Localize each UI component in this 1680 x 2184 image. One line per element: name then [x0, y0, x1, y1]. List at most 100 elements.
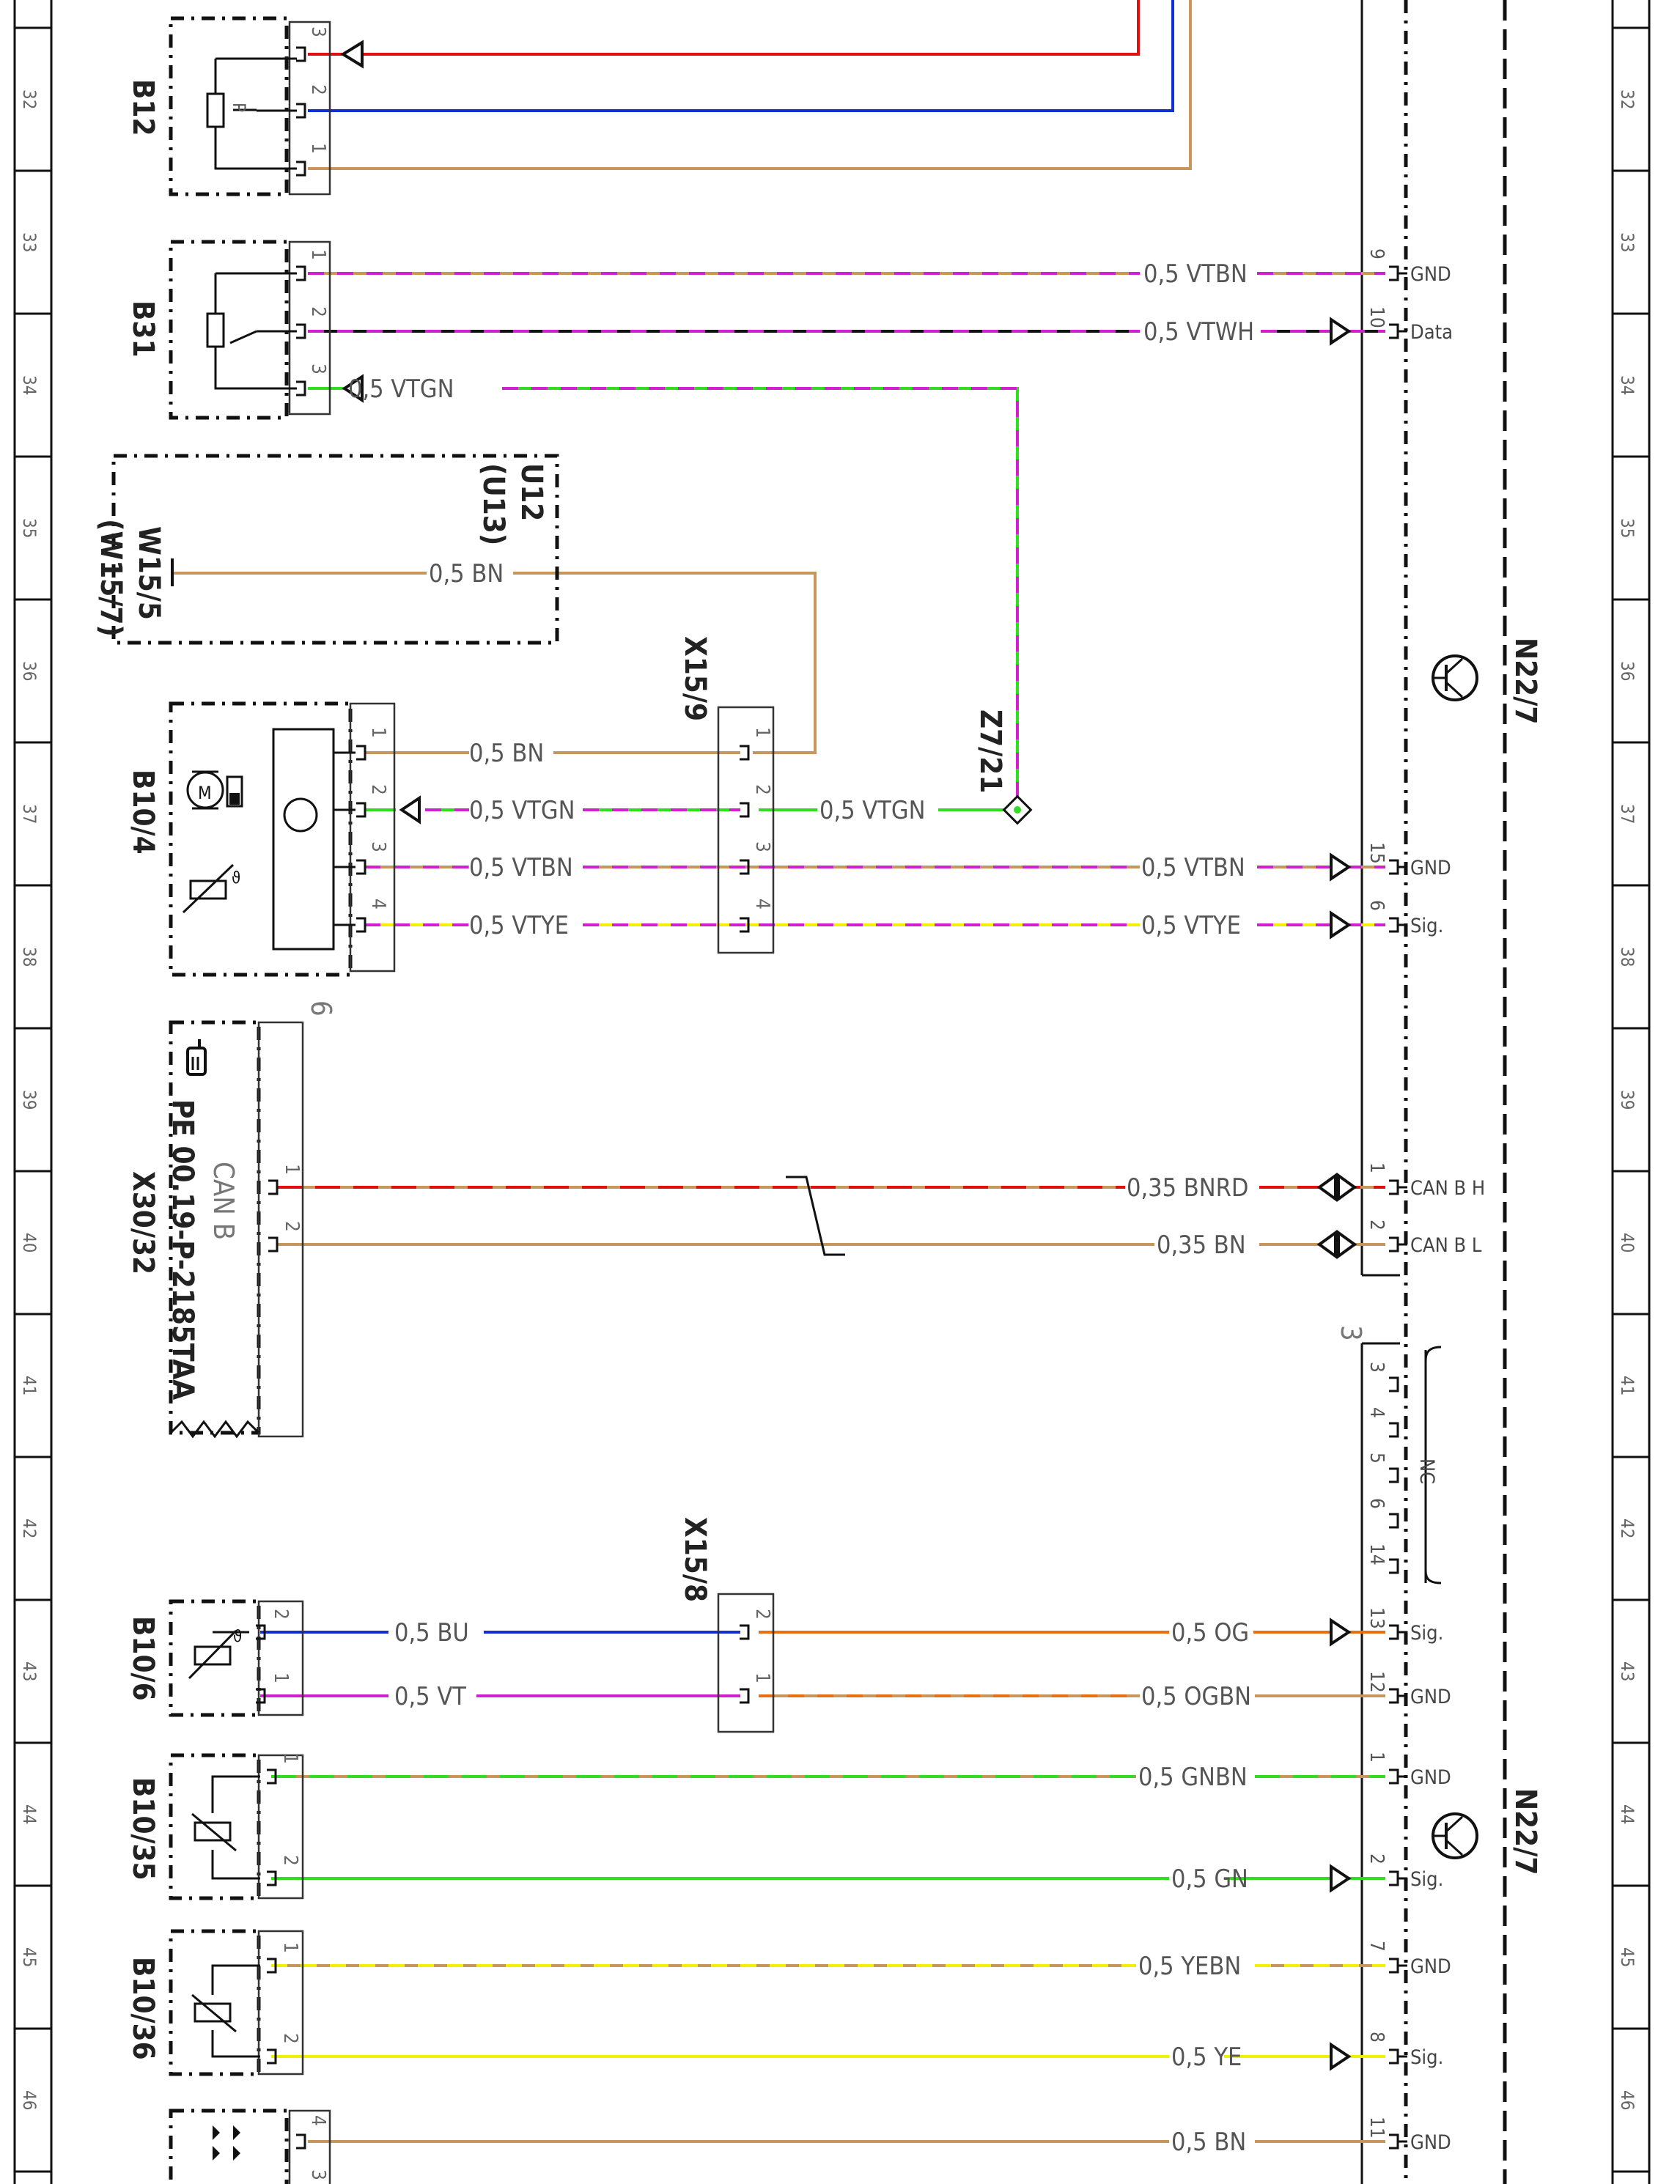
left-ruler-number: 35	[19, 518, 40, 538]
x15-8-connector: 2 1	[717, 1593, 775, 1733]
b10-4-component: M ϑ 1 2 3 4	[169, 701, 396, 977]
b31-wire-3	[308, 387, 1019, 808]
left-ruler	[13, 0, 53, 2184]
svg-text:2: 2	[307, 84, 329, 95]
n22-7-pin-number: 9	[1366, 248, 1388, 259]
nc-pin-number: 3	[1366, 1362, 1388, 1373]
nc-pin-number: 6	[1366, 1498, 1388, 1509]
b10-36-component: 1 2	[169, 1929, 304, 2076]
n22-7-pin-number: 6	[1366, 900, 1388, 911]
right-ruler-number: 39	[1617, 1090, 1637, 1110]
n22-7-pin-number: 8	[1366, 2032, 1388, 2043]
n22-7-group-number: 3	[1335, 1325, 1367, 1341]
svg-text:1: 1	[281, 1164, 303, 1175]
svg-text:3: 3	[307, 2169, 329, 2180]
b10-35-wires	[271, 1775, 1385, 1880]
n22-7-pin-signal: GND	[1410, 857, 1451, 879]
left-ruler-number: 41	[19, 1376, 40, 1395]
wire-label: 0,35 BN	[1157, 1231, 1246, 1260]
wire-label: 0,5 VTBN	[1143, 259, 1248, 289]
svg-text:3: 3	[367, 841, 389, 852]
left-ruler-number: 32	[19, 89, 40, 109]
w15-5-wire	[172, 572, 817, 754]
nc-pin: 6	[1366, 1498, 1399, 1529]
wire-label: 0,5 BU	[394, 1618, 469, 1648]
right-ruler-number: 45	[1617, 1947, 1637, 1967]
nc-pin-number: 14	[1366, 1543, 1388, 1565]
b10-6-component: ϑ 2 1	[169, 1599, 304, 1717]
n22-7-pin-signal: Data	[1410, 321, 1453, 344]
signal-arrows	[340, 40, 1357, 2071]
nc-bracket: NC 3	[1335, 1325, 1442, 1584]
wire-label: 0,5 BN	[469, 739, 544, 768]
x30-32-label: X30/32	[126, 1171, 160, 1274]
svg-text:1: 1	[307, 143, 329, 154]
left-ruler-number: 36	[19, 661, 40, 681]
wire-label: 0,5 VTBN	[1141, 853, 1245, 882]
right-ruler-number: 37	[1617, 804, 1637, 824]
b10-4-wires	[364, 751, 1385, 926]
right-ruler-number: 36	[1617, 661, 1637, 681]
left-ruler-number: 40	[19, 1233, 40, 1253]
svg-text:2: 2	[751, 784, 773, 795]
svg-text:ϑ: ϑ	[232, 869, 240, 888]
u12-box	[111, 454, 559, 645]
n22-7-pin-signal: Sig.	[1410, 2046, 1443, 2069]
n22-7-module-outline	[1360, 0, 1507, 2184]
n22-7-pin-signal: GND	[1410, 263, 1451, 286]
right-ruler-number: 38	[1617, 947, 1637, 967]
right-ruler	[1611, 0, 1651, 2184]
z7-21-label: Z7/21	[973, 709, 1007, 793]
svg-text:2: 2	[751, 1609, 773, 1620]
x30-32-component: 1 2 6	[169, 1000, 337, 1439]
w15-7-label: (W15/7)	[94, 519, 128, 637]
left-ruler-number: 39	[19, 1090, 40, 1110]
n22-7-transistor-icon-top	[1432, 654, 1478, 701]
n22-7-pin-signal: GND	[1410, 1955, 1451, 1978]
n22-7-pin-signal: GND	[1410, 1766, 1451, 1789]
n22-7-pin-number: 12	[1366, 1671, 1388, 1693]
hand-pointer-icon	[186, 1039, 207, 1076]
u12-label: U12	[515, 463, 548, 521]
svg-text:2: 2	[281, 1221, 303, 1232]
n22-7-pin-signal: Sig.	[1410, 1622, 1443, 1645]
wire-label: 0,5 VTGN	[348, 375, 454, 404]
x30-32-pin-count: 6	[305, 1000, 337, 1017]
svg-text:P: P	[229, 103, 249, 112]
left-ruler-number: 43	[19, 1661, 40, 1681]
n22-7-pin-number: 13	[1366, 1607, 1388, 1629]
wire-label: 0,5 VTGN	[819, 796, 926, 825]
nc-label: NC	[1415, 1458, 1438, 1484]
b12-component: P 3 2 1	[169, 16, 331, 196]
n22-7-pin-signal: CAN B H	[1410, 1177, 1485, 1200]
n22-7-pin-signal: Sig.	[1410, 1868, 1443, 1891]
svg-text:3: 3	[307, 364, 329, 375]
x15-9-label: X15/9	[678, 636, 712, 721]
right-ruler-number: 43	[1617, 1661, 1637, 1681]
svg-text:1: 1	[279, 1942, 301, 1953]
svg-text:1: 1	[751, 1672, 773, 1683]
n22-7-transistor-icon-bottom	[1432, 1812, 1478, 1859]
n22-7-pin-number: 15	[1366, 842, 1388, 864]
nc-pin: 14	[1366, 1543, 1399, 1574]
x30-32-doc-reference[interactable]: PE 00.19-P-2185TAA	[166, 1099, 199, 1400]
svg-text:2: 2	[279, 1855, 301, 1866]
b10-6-label: B10/6	[126, 1616, 160, 1701]
b31-component: 1 2 3	[169, 240, 331, 420]
n22-7-pin-number: 1	[1366, 1162, 1388, 1173]
right-ruler-number: 32	[1617, 89, 1637, 109]
svg-text:2: 2	[279, 2033, 301, 2044]
wire-label: 0,5 GN	[1171, 1864, 1248, 1894]
right-ruler-number: 44	[1617, 1804, 1637, 1824]
svg-text:4: 4	[367, 899, 389, 910]
left-ruler-number: 34	[19, 375, 40, 395]
nc-pin-number: 4	[1366, 1407, 1388, 1418]
